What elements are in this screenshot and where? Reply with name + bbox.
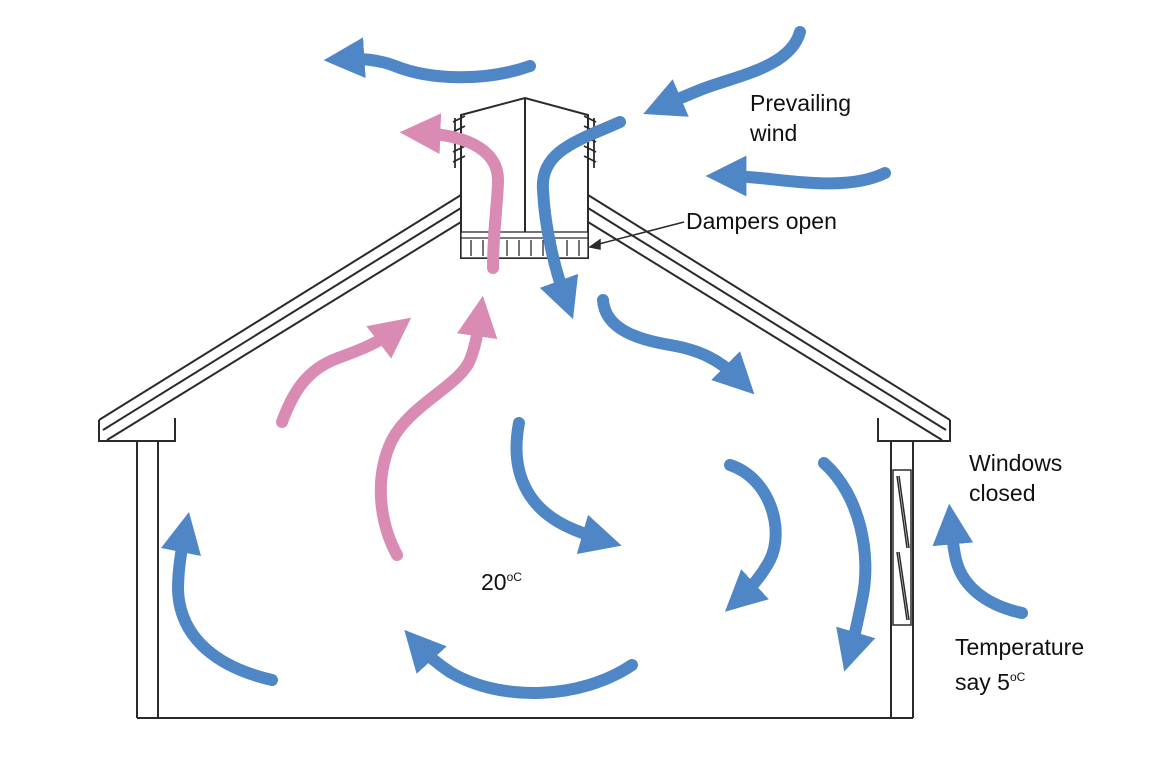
- outside-air-arrow: [932, 503, 1028, 619]
- air-flow-arrow-right-mid: [724, 459, 782, 612]
- inside-temperature-value: 20: [481, 569, 507, 595]
- wind-arrow-right: [705, 155, 891, 197]
- outside-temperature-line2: say 5oC: [955, 662, 1084, 697]
- outside-temperature-label: Temperature say 5oC: [955, 632, 1084, 697]
- dampers-leader: [588, 221, 685, 250]
- air-flow-arrow-right-wall: [818, 457, 876, 672]
- air-flow-arrow-center: [510, 417, 622, 555]
- wind-catcher-tower: [452, 96, 597, 259]
- air-flow-arrow-bottom: [404, 629, 638, 699]
- windows-closed-line1: Windows: [969, 450, 1063, 476]
- wind-arrow-top-left: [323, 37, 536, 84]
- closed-windows: [892, 469, 912, 626]
- warm-air-arrows: [276, 113, 505, 561]
- right-roof: [587, 194, 951, 442]
- warm-air-exhaust-arrow: [399, 113, 505, 274]
- wind-into-tower-arrow: [536, 116, 626, 320]
- inside-temperature-label: 20oC: [481, 562, 522, 597]
- air-flow-arrow-right-roof: [597, 294, 755, 395]
- right-wall: [890, 441, 914, 718]
- left-wall: [136, 441, 159, 718]
- outside-temperature-line1: Temperature: [955, 634, 1085, 660]
- inside-temperature-unit: oC: [506, 570, 522, 584]
- warm-air-rising-arrow-left: [276, 317, 412, 428]
- prevailing-wind-line2: wind: [750, 120, 798, 146]
- wind-arrow-top-right: [643, 26, 806, 117]
- prevailing-wind-label: Prevailing wind: [750, 88, 851, 148]
- left-roof: [98, 194, 462, 442]
- outside-temperature-unit: oC: [1009, 670, 1026, 684]
- windows-closed-label: Windows closed: [969, 448, 1062, 508]
- cold-air-arrows: [160, 26, 1028, 699]
- air-flow-arrow-left-wall: [160, 511, 278, 686]
- outside-temperature-value: say 5: [955, 669, 1010, 695]
- dampers-open-label: Dampers open: [686, 208, 837, 234]
- warm-air-rising-arrow-center: [374, 295, 498, 561]
- windows-closed-line2: closed: [969, 480, 1036, 506]
- damper-grille: [460, 231, 589, 259]
- house-outline: [98, 96, 951, 719]
- prevailing-wind-line1: Prevailing: [750, 90, 851, 116]
